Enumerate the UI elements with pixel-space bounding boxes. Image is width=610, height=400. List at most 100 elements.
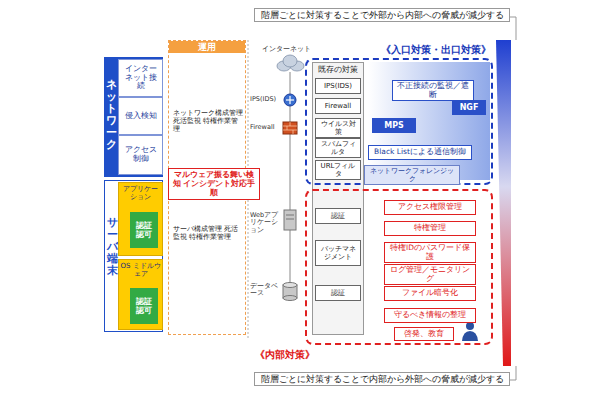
box-text: サーバ構成管理 死活監視 特権作業管理 <box>173 225 243 241</box>
icon-label: Webアプリケーション <box>250 212 283 234</box>
operation-item: ネットワーク構成管理 死活監視 特権作業管理 <box>171 104 245 138</box>
art-line <box>289 96 290 104</box>
icon-label: Firewall <box>250 124 284 131</box>
box-text: インターネット接続 <box>121 65 160 91</box>
art-ellipse <box>283 283 297 288</box>
measure-box: Firewall <box>315 98 361 114</box>
icon-label: データベース <box>250 283 283 298</box>
box-text: 不正接続の監視／遮断 <box>395 82 471 99</box>
art-path <box>462 331 478 341</box>
internal-item: 啓発、教育 <box>394 327 454 341</box>
group-heading: ネットワーク <box>106 79 117 152</box>
label-text: Firewall <box>250 124 284 131</box>
box-text: アクセス権限管理 <box>398 203 462 212</box>
internal-item: 守るべき情報の整理 <box>384 308 476 323</box>
layer-box: アプリケーション認証 認可 <box>118 182 163 256</box>
group-heading: 《入口対策・出口対策》 <box>307 44 491 56</box>
box-text: アクセス制御 <box>121 146 160 163</box>
icon-label: インターネット <box>262 46 316 53</box>
box-text: マルウェア振る舞い検知 インシデント対応手順 <box>171 170 257 198</box>
box-text: MPS <box>384 121 404 130</box>
box-text: ファイル暗号化 <box>402 289 458 298</box>
box-text: 守るべき情報の整理 <box>394 311 466 320</box>
label-text: インターネット <box>262 46 316 53</box>
art-circle <box>284 94 296 106</box>
art-line <box>286 219 294 220</box>
internal-region: 《内部対策》アクセス権限管理特権管理特権IDのパスワード保護ログ管理／モニタリン… <box>305 189 493 345</box>
art-ellipse <box>283 55 297 67</box>
ips-icon <box>284 94 296 106</box>
box-text: Firewall <box>325 102 351 110</box>
group-heading: 既存の対策 <box>313 63 363 78</box>
art-line <box>290 106 291 122</box>
person-icon <box>462 322 478 341</box>
box-text: 認証 <box>331 212 345 220</box>
group-heading: 運用 <box>169 41 245 53</box>
firewall-icon <box>283 122 297 134</box>
layer-band: サーバ・端末アプリケーション認証 認可 OS ミドルウェア認証 認可 <box>104 180 163 332</box>
internal-item: 特権管理 <box>384 221 476 236</box>
art-line <box>290 134 291 210</box>
box-text: ウイルス対策 <box>318 120 358 136</box>
label-text: データベース <box>250 283 283 298</box>
icon-label: IPS(IDS) <box>250 96 286 103</box>
measure-box: ウイルス対策 <box>315 118 361 138</box>
bracket-line <box>510 366 516 380</box>
internal-item: 特権IDのパスワード保護 <box>384 242 476 263</box>
layer-band: ネットワークインターネット接続侵入検知アクセス制御 <box>104 57 163 177</box>
box-text: NGF <box>460 103 479 112</box>
operation-item: サーバ構成管理 死活監視 特権作業管理 <box>171 216 245 250</box>
group-heading: OS ミドルウェア <box>119 260 162 280</box>
entry-exit-item: Black Listによる通信制御 <box>368 145 472 160</box>
art-ellipse <box>283 296 297 301</box>
label-text: Webアプリケーション <box>250 212 283 234</box>
box-text: IPS(IDS) <box>324 82 352 90</box>
layer-row: インターネット接続 <box>118 59 163 97</box>
auth-box: 認証 認可 <box>130 288 158 324</box>
art-circle <box>466 322 474 330</box>
entry-exit-item: MPS <box>372 118 416 133</box>
box-text: パッチマネジメント <box>318 245 358 261</box>
art-line <box>290 122 291 126</box>
art-rect <box>284 210 296 230</box>
operation-item: マルウェア振る舞い検知 インシデント対応手順 <box>168 168 260 200</box>
art-line <box>290 72 291 94</box>
bracket-line <box>510 17 516 40</box>
label-text: 階層ごとに対策することで外部から内部への脅威が減少する <box>257 10 507 20</box>
entry-exit-item: 不正接続の監視／遮断 <box>392 80 474 101</box>
art-line <box>293 130 294 134</box>
layer-row: アクセス制御 <box>118 135 163 175</box>
internal-item: ファイル暗号化 <box>384 286 476 301</box>
internal-item: ログ管理／モニタリング <box>384 264 476 285</box>
group-heading: サーバ・端末 <box>107 217 118 277</box>
box-text: 侵入検知 <box>125 112 157 121</box>
layer-row: 侵入検知 <box>118 97 163 135</box>
label-text: IPS(IDS) <box>250 96 286 103</box>
entry-exit-item: ネットワークフォレンジック <box>364 165 460 185</box>
internal-item: アクセス権限管理 <box>384 200 476 215</box>
operation-column: 運用ネットワーク構成管理 死活監視 特権作業管理マルウェア振る舞い検知 インシデ… <box>168 40 246 335</box>
measure-box: 認証 <box>315 208 361 224</box>
group-heading: 《内部対策》 <box>255 349 439 361</box>
measure-box: 認証 <box>315 285 361 301</box>
network-wire <box>290 72 291 282</box>
entry-exit-region: 《入口対策・出口対策》不正接続の監視／遮断NGFMPSBlack Listによる… <box>305 58 493 185</box>
group-heading: アプリケーション <box>119 183 162 203</box>
label-text: 階層ごとに対策することで内部から外部への脅威が減少する <box>257 374 507 384</box>
note-box: 階層ごとに対策することで内部から外部への脅威が減少する <box>254 372 510 386</box>
art-line <box>290 230 291 282</box>
art-line <box>283 130 297 131</box>
measure-box: IPS(IDS) <box>315 78 361 94</box>
box-text: 認証 <box>331 289 345 297</box>
box-text: ネットワークフォレンジック <box>367 167 457 183</box>
cloud-icon <box>277 55 304 71</box>
measure-box: スパムフィルタ <box>315 138 361 158</box>
threat-gradient-bar <box>496 40 511 366</box>
box-text: ログ管理／モニタリング <box>387 266 473 283</box>
box-text: 啓発、教育 <box>404 330 444 339</box>
note-box: 階層ごとに対策することで外部から内部への脅威が減少する <box>254 8 510 22</box>
measure-column: 既存の対策IPS(IDS)Firewallウイルス対策スパムフィルタURLフィル… <box>312 62 364 335</box>
art-line <box>287 126 288 130</box>
box-text: スパムフィルタ <box>318 140 358 156</box>
